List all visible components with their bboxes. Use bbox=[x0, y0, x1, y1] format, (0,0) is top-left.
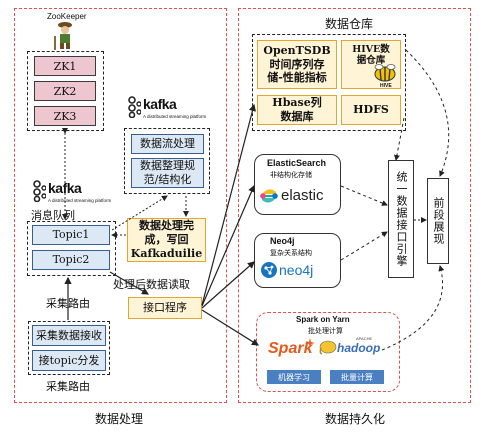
elasticsearch-title: ElasticSearch bbox=[267, 158, 327, 168]
neo4j-title: Neo4j bbox=[270, 236, 295, 246]
hadoop-wordmark: hadoop bbox=[337, 341, 381, 355]
kafka-top-logo-icon bbox=[128, 96, 141, 118]
topic-cluster bbox=[27, 221, 116, 276]
route-label-top: 采集路由 bbox=[46, 297, 90, 310]
neo4j-subtitle: 复杂关系结构 bbox=[270, 250, 312, 257]
writeback-box[interactable]: 数据处理完成，写回Kafkaduilie bbox=[127, 218, 206, 262]
topic1-box[interactable]: Topic1 bbox=[32, 225, 110, 245]
spark-wordmark: Spark bbox=[268, 340, 313, 357]
elasticsearch-subtitle: 非结构化存储 bbox=[270, 172, 312, 179]
hive-title: HIVE数据仓库 bbox=[352, 44, 390, 67]
zk-node-1[interactable]: ZK1 bbox=[34, 56, 96, 76]
batch-compute-button[interactable]: 批量计算 bbox=[330, 370, 384, 384]
kafka-top-tagline: A distributed streaming platform bbox=[143, 114, 207, 119]
right-panel-footer: 数据持久化 bbox=[325, 412, 386, 426]
route-label-bottom: 采集路由 bbox=[46, 380, 90, 393]
interface-program-box[interactable]: 接口程序 bbox=[128, 297, 202, 319]
kafka-left-wordmark: kafka bbox=[48, 180, 82, 196]
topic-dispatch-box[interactable]: 接topic分发 bbox=[32, 350, 106, 371]
stream-processing-box[interactable]: 数据流处理 bbox=[131, 134, 204, 154]
hbase-box[interactable]: Hbase列数据库 bbox=[257, 95, 337, 125]
topic2-box[interactable]: Topic2 bbox=[32, 250, 110, 270]
data-structuring-box[interactable]: 数据整理规范/结构化 bbox=[131, 158, 204, 188]
hadoop-small-text: APACHE bbox=[356, 336, 373, 341]
spark-card[interactable] bbox=[256, 312, 400, 392]
unified-interface-box[interactable]: 统一数据接口引擎 bbox=[388, 160, 414, 278]
zk-node-2[interactable]: ZK2 bbox=[34, 81, 96, 101]
hadoop-elephant-icon bbox=[319, 340, 337, 355]
frontend-box[interactable]: 前段展现 bbox=[427, 178, 449, 264]
kafka-left-tagline: A distributed streaming platform bbox=[48, 198, 112, 203]
opentsdb-box[interactable]: OpenTSDB时间序列存储-性能指标 bbox=[257, 40, 337, 89]
spark-subtitle: 批处理计算 bbox=[308, 328, 343, 335]
spark-star-icon bbox=[305, 338, 315, 348]
zk-node-3[interactable]: ZK3 bbox=[34, 106, 96, 126]
left-panel-footer: 数据处理 bbox=[95, 412, 144, 426]
kafka-top-wordmark: kafka bbox=[143, 96, 177, 112]
unified-interface-label: 统一数据接口引擎 bbox=[395, 171, 408, 267]
spark-title: Spark on Yarn bbox=[296, 315, 350, 324]
zookeeper-title: ZooKeeper bbox=[47, 12, 87, 21]
read-label: 处理后数据读取 bbox=[113, 278, 190, 291]
hive-bee-icon bbox=[374, 64, 396, 82]
zookeeper-mascot-icon bbox=[54, 22, 72, 50]
warehouse-title: 数据仓库 bbox=[325, 17, 374, 31]
hive-logo-text: HIVE bbox=[380, 83, 392, 89]
frontend-label: 前段展现 bbox=[432, 197, 445, 245]
neo4j-wordmark: neo4j bbox=[279, 262, 314, 278]
hdfs-box[interactable]: HDFS bbox=[341, 95, 401, 125]
machine-learning-button[interactable]: 机器学习 bbox=[267, 370, 321, 384]
elasticsearch-card[interactable] bbox=[254, 154, 341, 215]
neo4j-card[interactable] bbox=[254, 233, 341, 288]
collection-cluster bbox=[28, 321, 110, 375]
warehouse-cluster bbox=[252, 34, 406, 131]
collect-receive-box[interactable]: 采集数据接收 bbox=[32, 325, 106, 346]
elastic-wordmark: elastic bbox=[281, 187, 324, 204]
kafka-left-logo-icon bbox=[33, 180, 46, 202]
elastic-logo-icon bbox=[260, 189, 278, 203]
neo4j-logo-icon bbox=[261, 262, 277, 278]
